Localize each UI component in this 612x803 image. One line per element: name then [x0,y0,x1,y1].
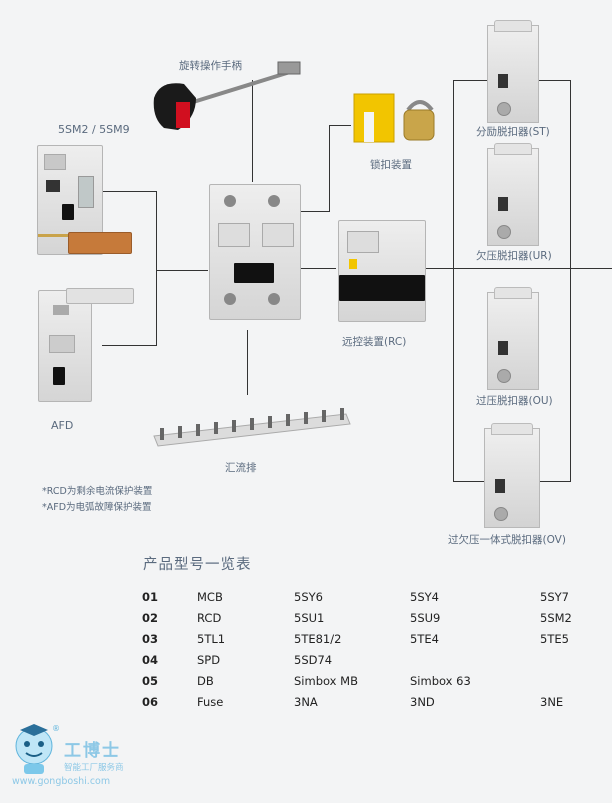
connector-line [156,270,208,271]
afd-label: AFD [51,419,74,432]
overvoltage-release-image [487,287,539,390]
remote-control-image [338,220,426,322]
afd-bracket-image [66,288,134,304]
product-table: 01 MCB 5SY6 5SY4 5SY7 02 RCD 5SU1 5SU9 5… [142,590,572,709]
remote-label: 远控装置(RC) [342,336,407,348]
shunt-release-image [487,20,539,123]
watermark-brand: 工博士 [64,741,121,761]
connector-line [425,268,612,269]
connector-line [252,80,253,182]
undervoltage-release-image [487,143,539,246]
st-label: 分励脱扣器(ST) [476,126,550,138]
mascot-icon [15,724,53,774]
handle-label: 旋转操作手柄 [179,60,242,72]
combined-release-image [484,423,540,528]
rcd-busbar-image [68,232,132,254]
connector-line [453,80,487,81]
connector-line [329,125,330,212]
connector-line [570,80,571,482]
footnote-rcd: *RCD为剩余电流保护装置 [42,486,153,497]
watermark-tagline: 智能工厂服务商 [64,763,124,773]
connector-line [453,80,454,482]
series-label: 5SM2 / 5SM9 [58,123,130,136]
table-title: 产品型号一览表 [143,557,252,573]
lock-label: 锁扣装置 [370,159,412,171]
ov-label: 过欠压一体式脱扣器(OV) [448,534,566,546]
connector-line [102,345,157,346]
connector-line [538,481,571,482]
connector-line [300,211,330,212]
ur-label: 欠压脱扣器(UR) [476,250,552,262]
lock-device-image [348,88,436,152]
busbar-image [150,398,355,448]
rotary-handle-image [150,58,310,138]
connector-line [538,80,571,81]
connector-line [329,125,351,126]
connector-line [300,268,336,269]
reg-mark: ® [52,724,60,733]
footnotes: *RCD为剩余电流保护装置 *AFD为电弧故障保护装置 [42,484,152,516]
connector-line [247,330,248,395]
busbar-label: 汇流排 [225,462,257,474]
connector-line [102,191,157,192]
watermark-url: www.gongboshi.com [12,776,111,787]
connector-line [453,481,487,482]
watermark-logo: ® 工博士 智能工厂服务商 www.gongboshi.com [8,724,168,794]
footnote-afd: *AFD为电弧故障保护装置 [42,502,152,513]
connector-line [156,191,157,346]
afd-device-image [38,290,92,402]
ou-label: 过压脱扣器(OU) [476,395,553,407]
mcb-device-image [209,184,301,320]
